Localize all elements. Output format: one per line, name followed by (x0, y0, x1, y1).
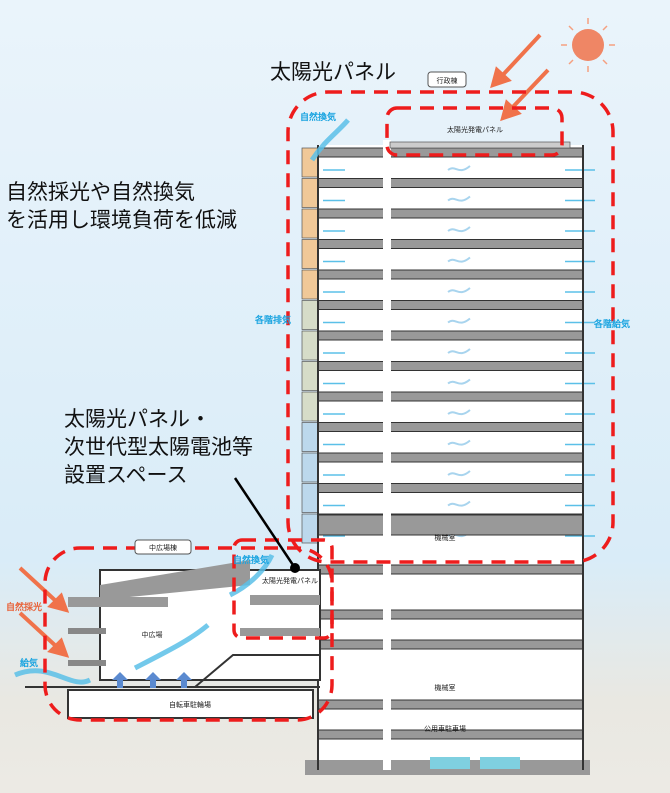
floor-slab (317, 452, 584, 463)
headline-line: 自然採光や自然換気 (6, 180, 195, 204)
headline-line: 次世代型太陽電池等 (64, 435, 253, 459)
floor-slab (317, 269, 584, 280)
floor-slab (317, 483, 584, 493)
bike-parking-label: 自転車駐輪場 (169, 700, 211, 709)
floor-slab (317, 639, 584, 650)
floor-slab (317, 514, 584, 536)
headline-line: 設置スペース (64, 463, 188, 487)
airflow-curves (14, 118, 350, 685)
plaza-supply-label: 給気 (20, 657, 38, 669)
floor-slab (317, 147, 584, 158)
floor-slab (317, 699, 584, 710)
supply-label: 各階給気 (593, 318, 630, 330)
tower-floors (301, 140, 595, 775)
floor-slab (317, 391, 584, 402)
floor-slab (317, 564, 584, 575)
machine-room-upper-label: 機械室 (435, 533, 456, 542)
plaza-name-label: 中広場棟 (149, 543, 177, 552)
tower-roof-panel-label: 太陽光発電パネル (447, 125, 503, 134)
natural-light-label: 自然採光 (6, 601, 42, 613)
headline-line: 太陽光パネル・ (64, 407, 211, 431)
floor-slab (317, 361, 584, 371)
plaza-natural-vent-label: 自然換気 (233, 554, 269, 566)
plaza-hall-label: 中広場 (142, 630, 163, 639)
callout-leader-line (233, 477, 295, 566)
floor-slab (317, 178, 584, 188)
callout-dot (290, 563, 300, 573)
machine-room-lower-label: 機械室 (435, 683, 456, 692)
plaza-panel-label: 太陽光発電パネル (262, 576, 318, 585)
exhaust-label: 各階排気 (254, 314, 291, 326)
sun-icon (561, 18, 615, 72)
tower-natural-vent-label: 自然換気 (300, 111, 336, 123)
headline-line: を活用し環境負荷を低減 (6, 208, 237, 232)
plaza-building (25, 560, 321, 719)
floor-slab (317, 300, 584, 310)
floor-slab (317, 208, 584, 219)
highlight-dashed-outlines (43, 90, 615, 722)
headline-next-gen: 太陽光パネル・ 次世代型太陽電池等 設置スペース (64, 405, 253, 489)
floor-slab (317, 422, 584, 432)
floor-slab (317, 239, 584, 249)
headline-solar: 太陽光パネル (270, 60, 396, 84)
floor-slab (317, 330, 584, 341)
floor-slab (317, 609, 584, 620)
parking-label: 公用車駐車場 (424, 724, 466, 733)
tower-name-label: 行政棟 (437, 76, 458, 85)
headline-ventilation: 自然採光や自然換気 を活用し環境負荷を低減 (6, 178, 237, 234)
updraft-arrows (112, 672, 192, 688)
